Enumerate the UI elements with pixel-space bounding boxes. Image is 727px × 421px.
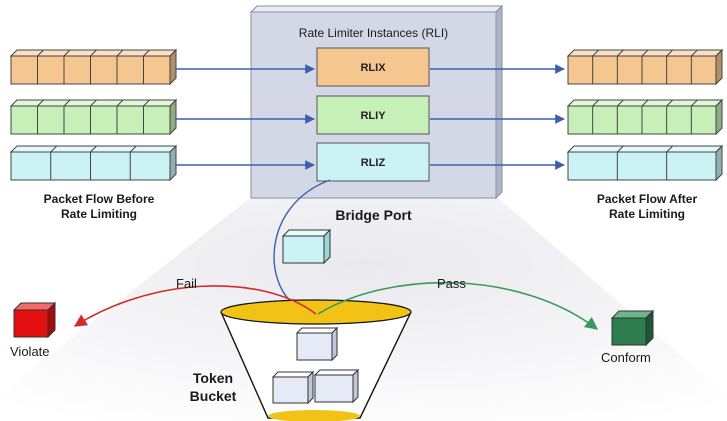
rli-label-rliy: RLIY <box>360 110 386 122</box>
flow-after-label-line1: Packet Flow After <box>596 192 698 206</box>
conform-cube <box>610 309 655 347</box>
conform-label: Conform <box>601 350 651 365</box>
output-queue-rliy <box>566 98 724 136</box>
pass-arrow <box>317 281 599 330</box>
output-queue-rlix <box>566 48 724 86</box>
bucket-bottom-tokens <box>268 410 360 421</box>
flow-before-label-line2: Rate Limiting <box>60 207 137 221</box>
bucket-packet <box>271 370 315 405</box>
token-bucket <box>220 299 412 421</box>
violate-label: Violate <box>10 344 50 359</box>
input-queue-rliz <box>9 144 178 182</box>
input-queues <box>9 48 178 182</box>
bucket-top-tokens <box>220 299 412 325</box>
flow-before-label-line1: Packet Flow Before <box>43 192 155 206</box>
token-bucket-label-line1: Token <box>192 370 234 386</box>
rli-label-rliz: RLIZ <box>361 157 386 169</box>
rli-box-rliy: RLIY <box>316 95 430 135</box>
bucket-packet <box>295 326 339 362</box>
output-queues <box>566 48 724 182</box>
rli-label-rlix: RLIX <box>360 62 386 74</box>
bucket-packet <box>313 368 360 404</box>
flow-after-label-line2: Rate Limiting <box>608 207 685 221</box>
rli-box-rlix: RLIX <box>316 47 430 87</box>
violate-cube <box>12 301 57 339</box>
flow-arrows <box>175 64 565 308</box>
token-bucket-label-line2: Bucket <box>189 388 237 404</box>
pass-label: Pass <box>437 276 466 291</box>
fail-arrow <box>73 285 317 327</box>
input-queue-rliy <box>9 98 178 136</box>
rli-instances: RLIX RLIY RLIZ <box>316 47 430 182</box>
falling-packet <box>281 228 332 265</box>
rli-panel-title: Rate Limiter Instances (RLI) <box>298 26 449 40</box>
output-queue-rliz <box>566 144 724 182</box>
rli-box-rliz: RLIZ <box>316 142 430 182</box>
fail-label: Fail <box>176 276 197 291</box>
arrow-rliz-to-bucket <box>273 179 331 308</box>
input-queue-rlix <box>9 48 178 86</box>
bridge-port-label: Bridge Port <box>335 207 412 223</box>
